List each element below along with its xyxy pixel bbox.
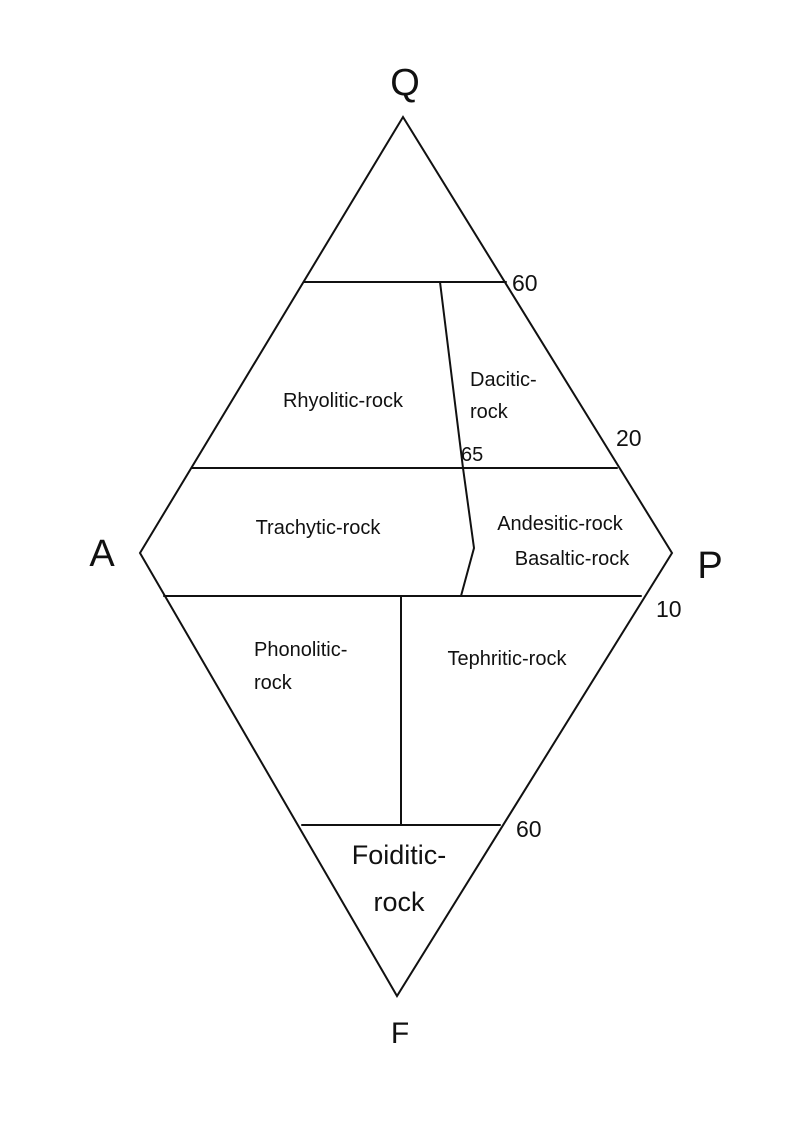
- tick-label-q20: 20: [616, 425, 642, 451]
- field-label-foiditic-1: Foiditic-: [352, 840, 447, 870]
- tick-label-f60: 60: [516, 816, 542, 842]
- field-label-dacitic-2: rock: [470, 401, 509, 423]
- field-label-andesitic: Andesitic-rock: [497, 513, 624, 535]
- field-label-rhyolitic: Rhyolitic-rock: [283, 390, 404, 412]
- field-label-trachytic: Trachytic-rock: [256, 517, 382, 539]
- diamond-outline: [138, 115, 674, 998]
- apex-label-q: Q: [390, 62, 420, 104]
- tick-label-plag65: 65: [461, 444, 483, 466]
- field-label-phonolitic-1: Phonolitic-: [254, 639, 347, 661]
- field-label-dacitic-1: Dacitic-: [470, 369, 537, 391]
- apex-label-p: P: [697, 545, 722, 587]
- tick-label-f10: 10: [656, 596, 682, 622]
- field-label-foiditic-2: rock: [373, 887, 425, 917]
- field-label-basaltic: Basaltic-rock: [515, 548, 630, 570]
- field-label-tephritic: Tephritic-rock: [448, 648, 568, 670]
- tick-label-q60: 60: [512, 270, 538, 296]
- apex-label-f: F: [391, 1017, 409, 1050]
- apex-label-a: A: [89, 533, 115, 575]
- boundary-plag65: [439, 281, 476, 597]
- field-label-phonolitic-2: rock: [254, 672, 293, 694]
